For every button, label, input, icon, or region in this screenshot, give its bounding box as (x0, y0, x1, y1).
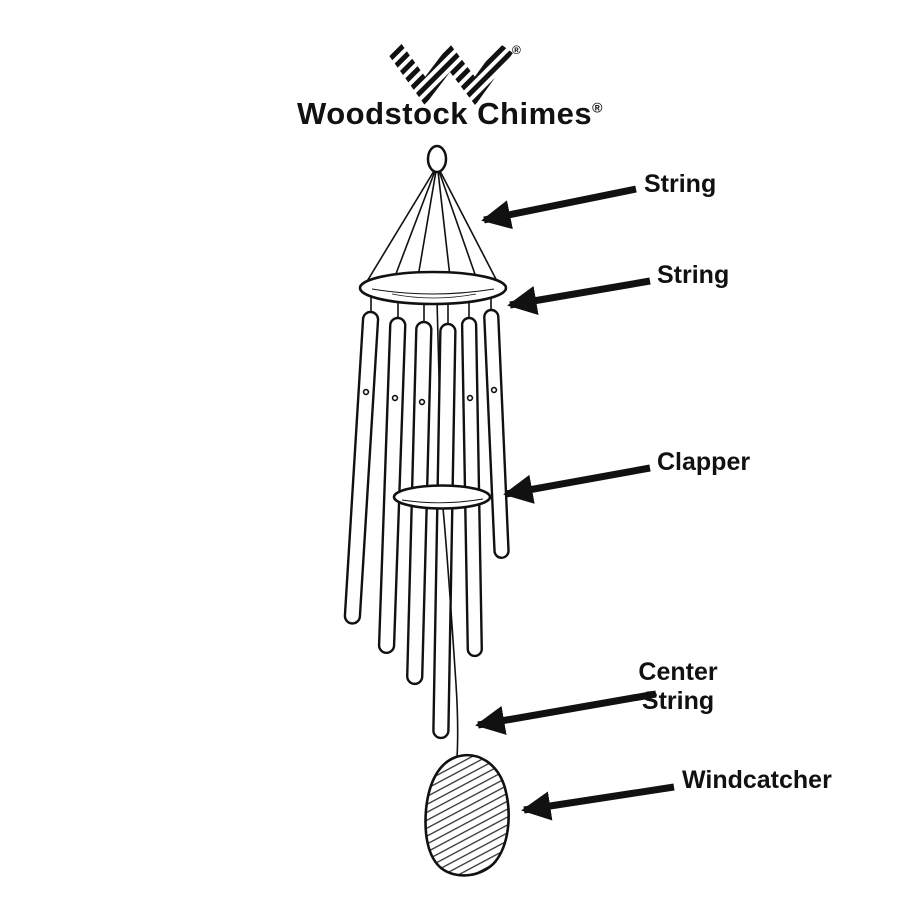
chime-tube (483, 308, 510, 559)
brand-name: Woodstock Chimes (297, 96, 593, 131)
label-string-top: String (644, 170, 717, 198)
top-disc (358, 270, 508, 306)
arrow-string-middle (507, 277, 651, 316)
callout-arrows (475, 185, 675, 821)
center-string-line (442, 507, 459, 759)
arrow-string-top (481, 185, 637, 230)
chime-tubes (343, 308, 510, 740)
label-windcatcher: Windcatcher (682, 766, 832, 794)
support-strings (365, 170, 500, 286)
clapper-disc (392, 484, 492, 510)
brand-reg-mark: ® (592, 99, 603, 116)
logo-reg-mark: ® (512, 43, 521, 57)
chime-tube (377, 316, 407, 655)
arrow-windcatcher (521, 783, 675, 821)
label-clapper: Clapper (657, 448, 751, 476)
brand-title: Woodstock Chimes® (0, 96, 900, 132)
chime-tube (343, 310, 380, 625)
label-string-middle: String (657, 261, 730, 289)
tube-holes (362, 386, 498, 406)
arrow-clapper (503, 464, 651, 504)
woodstock-logo-icon: ® (387, 43, 521, 106)
label-center-string: Center String (638, 658, 718, 715)
arrow-center-string (475, 690, 657, 735)
hanging-ring (426, 144, 448, 174)
windcatcher-shape (424, 754, 510, 877)
